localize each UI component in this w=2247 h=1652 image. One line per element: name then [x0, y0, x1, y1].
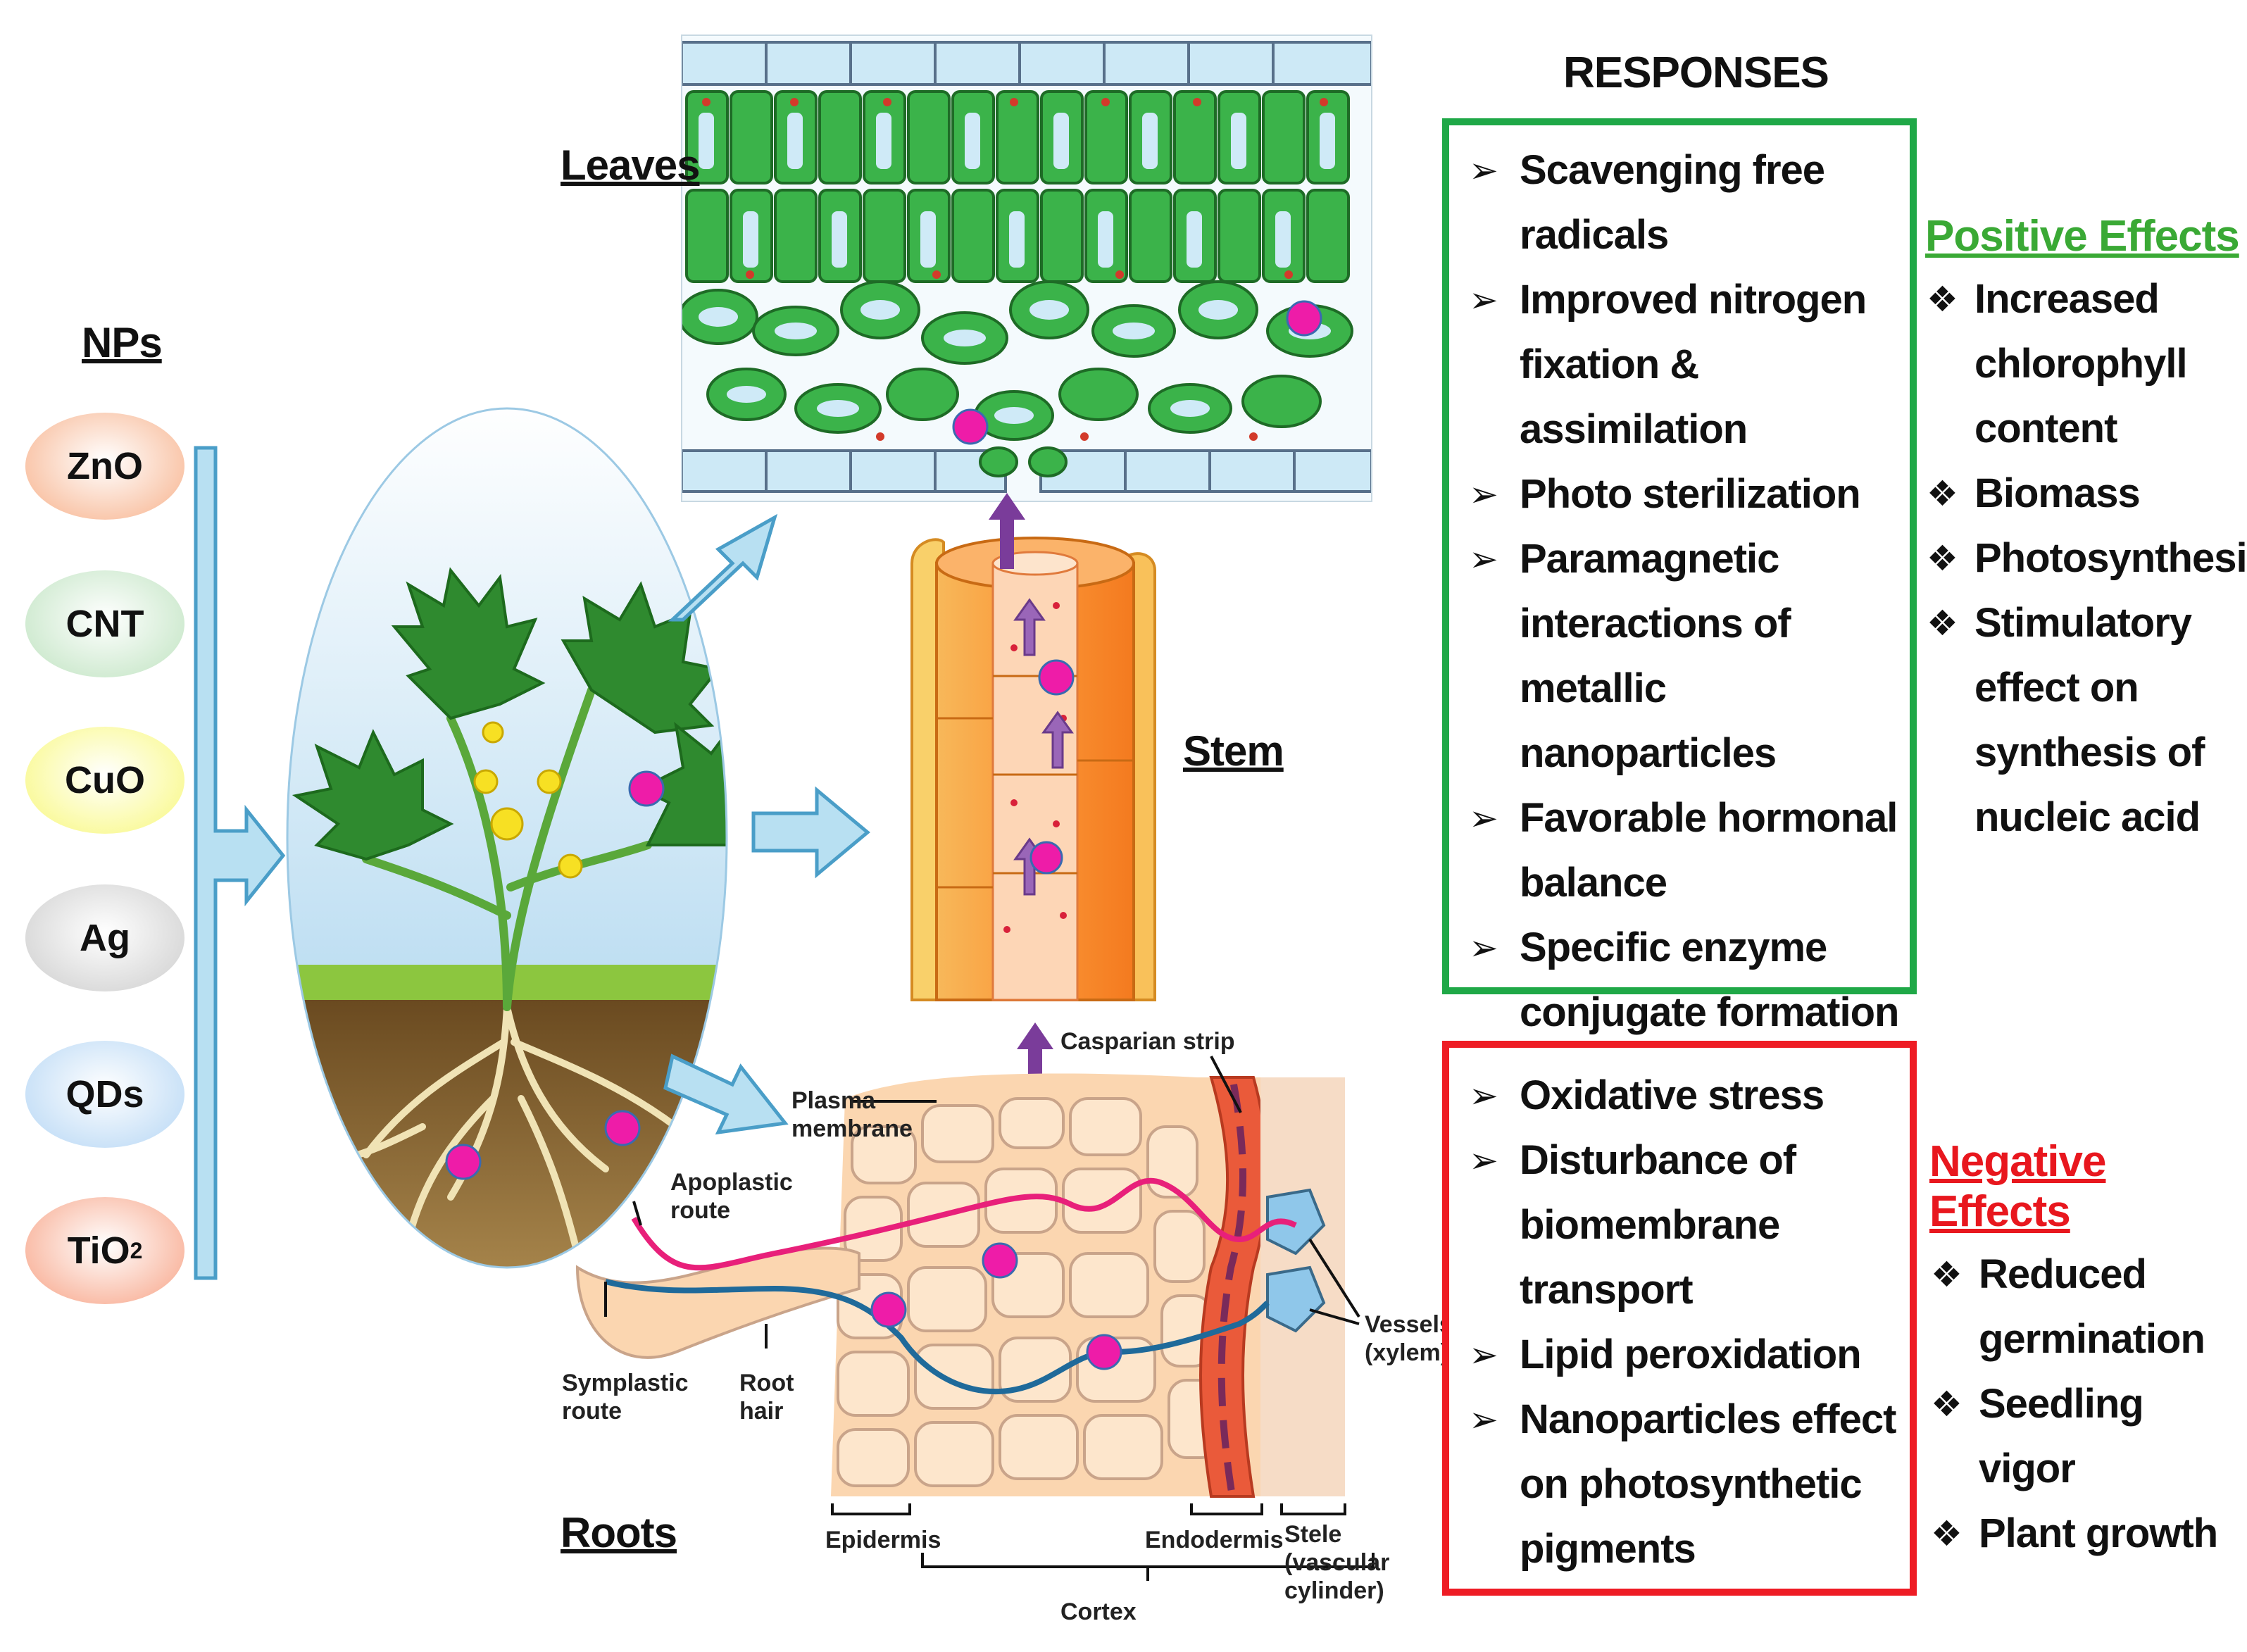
heading-stem: Stem — [1183, 727, 1284, 775]
positive-response-item: Improved nitrogen fixation & assimilatio… — [1459, 268, 1910, 462]
negative-response-item: Nanoparticles effect on photosynthetic p… — [1459, 1387, 1910, 1582]
positive-response-item: Specific enzyme conjugate formation — [1459, 915, 1910, 1045]
np-distribution-arrow — [194, 446, 286, 1280]
negative-effects-title: Negative Effects — [1929, 1137, 2106, 1236]
positive-responses-box: Scavenging free radicals Improved nitrog… — [1442, 118, 1917, 1035]
positive-response-item: Photo sterilization — [1459, 462, 1910, 527]
stem-cross-section — [910, 537, 1156, 1001]
negative-effects: Negative Effects Reduced germination See… — [1929, 1137, 2243, 1566]
negative-response-item: Disturbance of biomembrane transport — [1459, 1128, 1910, 1322]
label-apoplastic-2: route — [670, 1197, 730, 1224]
positive-response-item: Scavenging free radicals — [1459, 138, 1910, 268]
negative-effect-item: Reduced germination — [1929, 1242, 2243, 1372]
np-qds: QDs — [25, 1041, 184, 1148]
positive-response-item: Favorable hormonal balance — [1459, 786, 1910, 915]
np-cnt: CNT — [25, 570, 184, 677]
positive-effects-title: Positive Effects — [1925, 212, 2240, 261]
label-symplastic-2: route — [562, 1398, 622, 1425]
leaf-cross-section — [682, 35, 1372, 501]
heading-leaves: Leaves — [561, 142, 700, 189]
root-cross-section: Casparian strip Plasma membrane Apoplast… — [562, 1028, 1453, 1625]
positive-effect-item: Stimulatory effect on synthesis of nucle… — [1925, 591, 2243, 850]
positive-response-item: Paramagnetic interactions of metallic na… — [1459, 527, 1910, 786]
plant-illustration — [287, 408, 727, 1268]
positive-effect-item: Photosynthesis — [1925, 526, 2247, 591]
label-root-hair-2: hair — [739, 1398, 783, 1425]
label-symplastic-1: Symplastic — [562, 1370, 689, 1396]
positive-effect-item: Increased chlorophyll content — [1925, 267, 2243, 461]
label-plasma-membrane-1: Plasma — [791, 1087, 876, 1114]
np-cuo: CuO — [25, 727, 184, 834]
np-ag: Ag — [25, 884, 184, 991]
label-stele-2: (vascular — [1284, 1549, 1389, 1576]
stem-nanoparticle-dots — [1029, 659, 1075, 875]
negative-response-item: Lipid peroxidation — [1459, 1322, 1910, 1387]
heading-roots: Roots — [561, 1509, 677, 1556]
negative-effect-item: Plant growth — [1929, 1501, 2243, 1566]
label-cortex: Cortex — [1060, 1598, 1137, 1625]
heading-responses: RESPONSES — [1563, 49, 1829, 97]
label-endodermis: Endodermis — [1145, 1527, 1283, 1553]
label-stele-3: cylinder) — [1284, 1577, 1384, 1604]
label-casparian-strip: Casparian strip — [1060, 1028, 1235, 1055]
label-plasma-membrane-2: membrane — [791, 1115, 913, 1142]
upward-transport-arrows — [989, 493, 1053, 1099]
positive-effect-item: Biomass — [1925, 461, 2243, 526]
label-vessels-2: (xylem) — [1365, 1339, 1448, 1366]
positive-effects: Positive Effects Increased chlorophyll c… — [1925, 211, 2247, 850]
label-epidermis: Epidermis — [825, 1527, 941, 1553]
flow-arrows — [663, 513, 870, 1135]
negative-effect-item: Seedling vigor — [1929, 1372, 2243, 1501]
label-vessels-1: Vessels — [1365, 1311, 1453, 1338]
plant-nanoparticle-dots — [445, 770, 665, 1180]
label-stele-1: Stele — [1284, 1521, 1341, 1548]
np-zno: ZnO — [25, 413, 184, 520]
negative-responses-box: Oxidative stress Disturbance of biomembr… — [1442, 1041, 1917, 1596]
heading-nps: NPs — [82, 319, 163, 366]
negative-response-item: Oxidative stress — [1459, 1063, 1910, 1128]
leaf-nanoparticle-dots — [952, 300, 1322, 445]
label-root-hair-1: Root — [739, 1370, 794, 1396]
label-apoplastic-1: Apoplastic — [670, 1169, 793, 1196]
